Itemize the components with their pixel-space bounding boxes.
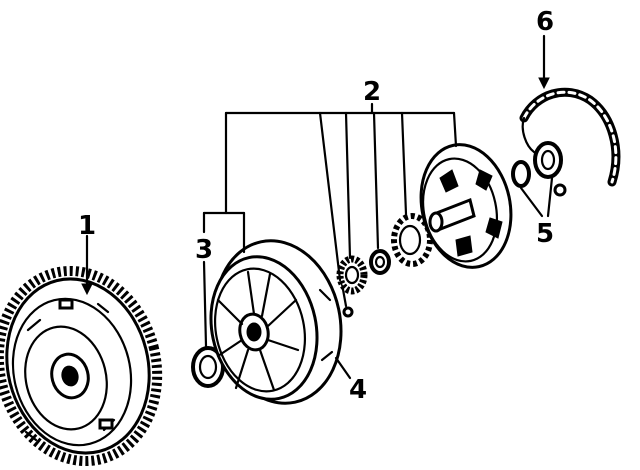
callout-3: 3 bbox=[195, 235, 213, 265]
pump-cover bbox=[419, 143, 513, 269]
callout-5: 5 bbox=[536, 219, 554, 249]
callout-4: 4 bbox=[349, 375, 367, 405]
callout-1: 1 bbox=[78, 211, 96, 241]
callout-labels: 1 2 3 4 5 6 bbox=[78, 7, 554, 405]
gear-large bbox=[391, 213, 433, 267]
pump-body bbox=[209, 239, 343, 405]
gear-small bbox=[336, 255, 368, 295]
leader-lines bbox=[81, 34, 554, 380]
seal-rings bbox=[511, 141, 567, 197]
callout-6: 6 bbox=[536, 7, 554, 37]
pin bbox=[340, 282, 354, 318]
callout-2: 2 bbox=[363, 77, 381, 107]
o-ring bbox=[369, 249, 391, 275]
torque-converter bbox=[0, 265, 163, 467]
gasket bbox=[519, 87, 621, 187]
